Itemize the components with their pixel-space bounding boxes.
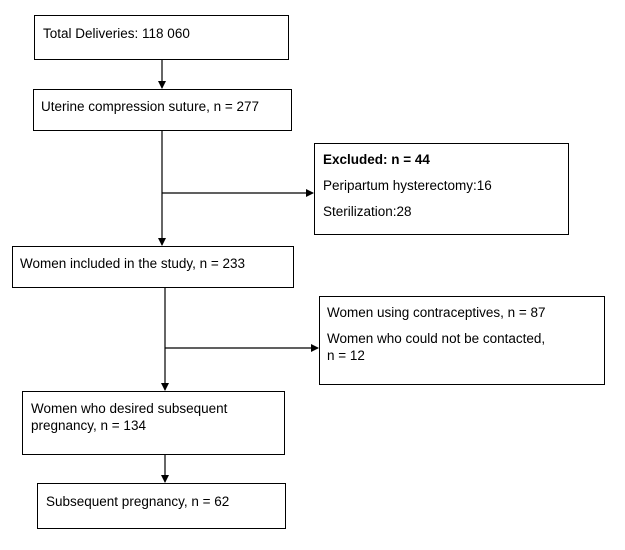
excluded-title: Excluded: n = 44: [323, 152, 430, 167]
excluded-sterilization: Sterilization:28: [323, 204, 412, 219]
total-deliveries-box: Total Deliveries: 118 060: [34, 15, 289, 60]
total-deliveries-text: Total Deliveries: 118 060: [43, 26, 190, 41]
contraceptives-text: Women using contraceptives, n = 87: [327, 305, 546, 320]
not-contacted-text-line2: n = 12: [327, 348, 365, 363]
included-box: Women included in the study, n = 233: [12, 246, 294, 288]
excluded-hysterectomy: Peripartum hysterectomy:16: [323, 178, 492, 193]
lost-to-followup-box: Women using contraceptives, n = 87 Women…: [319, 296, 605, 385]
desired-text-line1: Women who desired subsequent: [31, 401, 228, 416]
desired-pregnancy-box: Women who desired subsequent pregnancy, …: [22, 391, 285, 455]
not-contacted-text-line1: Women who could not be contacted,: [327, 331, 546, 346]
subsequent-text: Subsequent pregnancy, n = 62: [46, 494, 230, 509]
compression-suture-box: Uterine compression suture, n = 277: [33, 89, 292, 131]
included-text: Women included in the study, n = 233: [20, 256, 246, 271]
subsequent-pregnancy-box: Subsequent pregnancy, n = 62: [37, 483, 286, 529]
desired-text-line2: pregnancy, n = 134: [31, 418, 146, 433]
excluded-box: Excluded: n = 44 Peripartum hysterectomy…: [314, 143, 569, 235]
compression-suture-text: Uterine compression suture, n = 277: [41, 99, 259, 114]
